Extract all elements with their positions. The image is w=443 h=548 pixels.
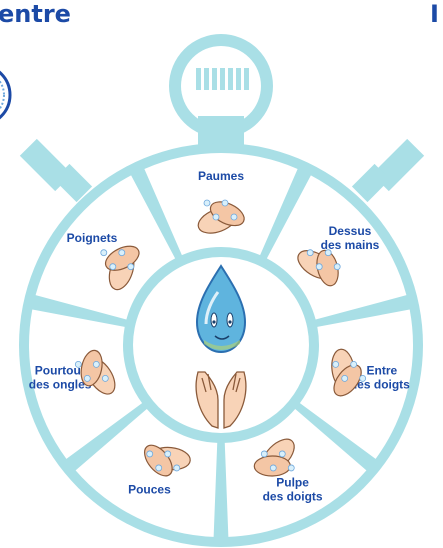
partial-logo-icon: [0, 65, 10, 125]
stopwatch-button-left-icon: [20, 139, 92, 202]
stopwatch-button-right-icon: [352, 139, 424, 202]
segment-label-pouces: Pouces: [128, 483, 171, 497]
segment-label-poignets: Poignets: [67, 231, 118, 245]
stopwatch-crown-icon: [169, 34, 273, 148]
segment-label-paumes: Paumes: [198, 169, 244, 183]
